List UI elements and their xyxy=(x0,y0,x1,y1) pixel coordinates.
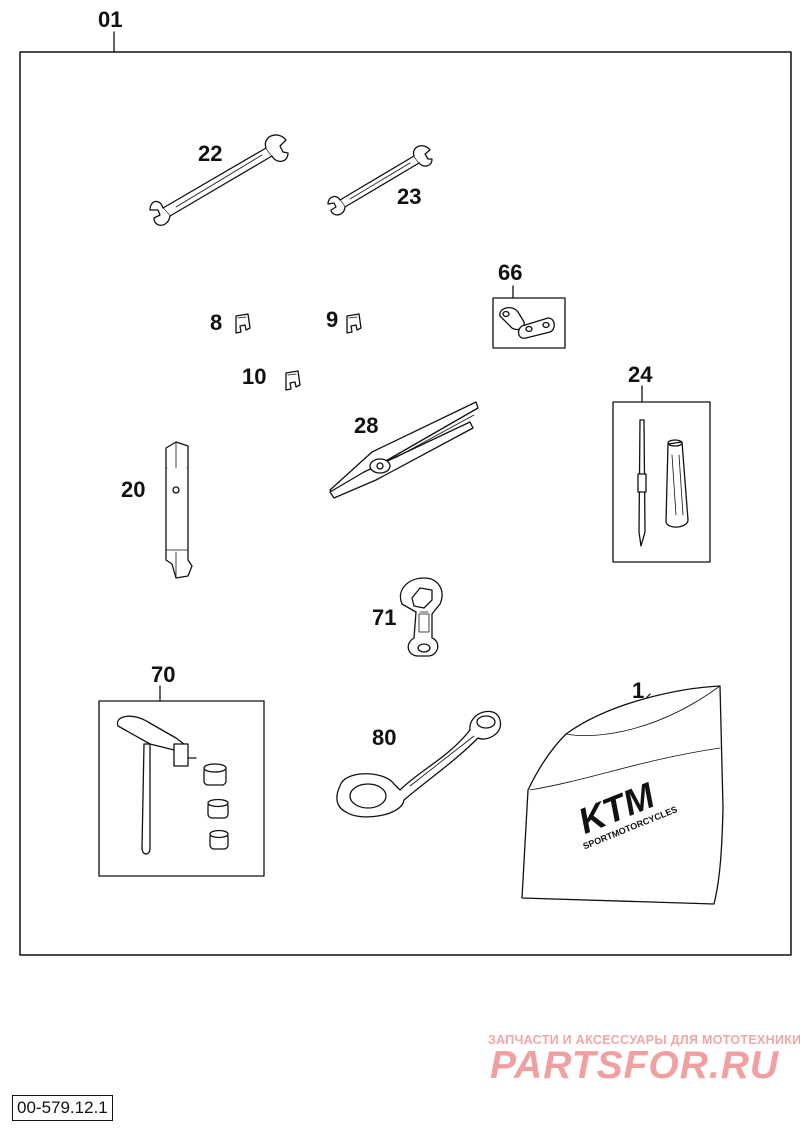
open-end-wrench-23 xyxy=(327,145,433,216)
callout-66: 66 xyxy=(498,260,522,285)
callout-10: 10 xyxy=(242,364,266,389)
tube-spanner-20 xyxy=(165,441,193,579)
callout-01: 01 xyxy=(98,7,122,32)
t-handle-hex-key-70 xyxy=(98,685,265,877)
callout-22: 22 xyxy=(198,141,222,166)
callout-70: 70 xyxy=(151,662,175,687)
document-code: 00-579.12.1 xyxy=(12,1095,113,1121)
callout-71: 71 xyxy=(372,605,396,630)
callout-9: 9 xyxy=(326,307,338,332)
callout-28: 28 xyxy=(354,413,378,438)
callout-24: 24 xyxy=(628,362,653,387)
callout-1: 1 xyxy=(632,678,644,703)
callout-20: 20 xyxy=(121,477,145,502)
watermark-tagline: ЗАПЧАСТИ И АКСЕССУАРЫ ДЛЯ МОТОТЕХНИКИ xyxy=(488,1033,800,1047)
screwdriver-24 xyxy=(612,385,711,563)
tool-pouch-1 xyxy=(521,685,724,905)
fuse-8 xyxy=(235,313,251,334)
open-end-wrench-22 xyxy=(149,134,289,226)
ring-wrench-71 xyxy=(399,577,443,657)
callout-80: 80 xyxy=(372,725,396,750)
callout-8: 8 xyxy=(210,310,222,335)
pliers-28 xyxy=(329,401,479,499)
fuse-9 xyxy=(346,313,362,334)
hook-spanner-80 xyxy=(336,710,502,818)
watermark-site: PARTSFOR.RU xyxy=(490,1044,780,1087)
fuse-10 xyxy=(285,370,301,391)
callout-23: 23 xyxy=(397,184,421,209)
chain-master-link-66 xyxy=(492,285,566,349)
assembly-frame xyxy=(19,51,792,956)
